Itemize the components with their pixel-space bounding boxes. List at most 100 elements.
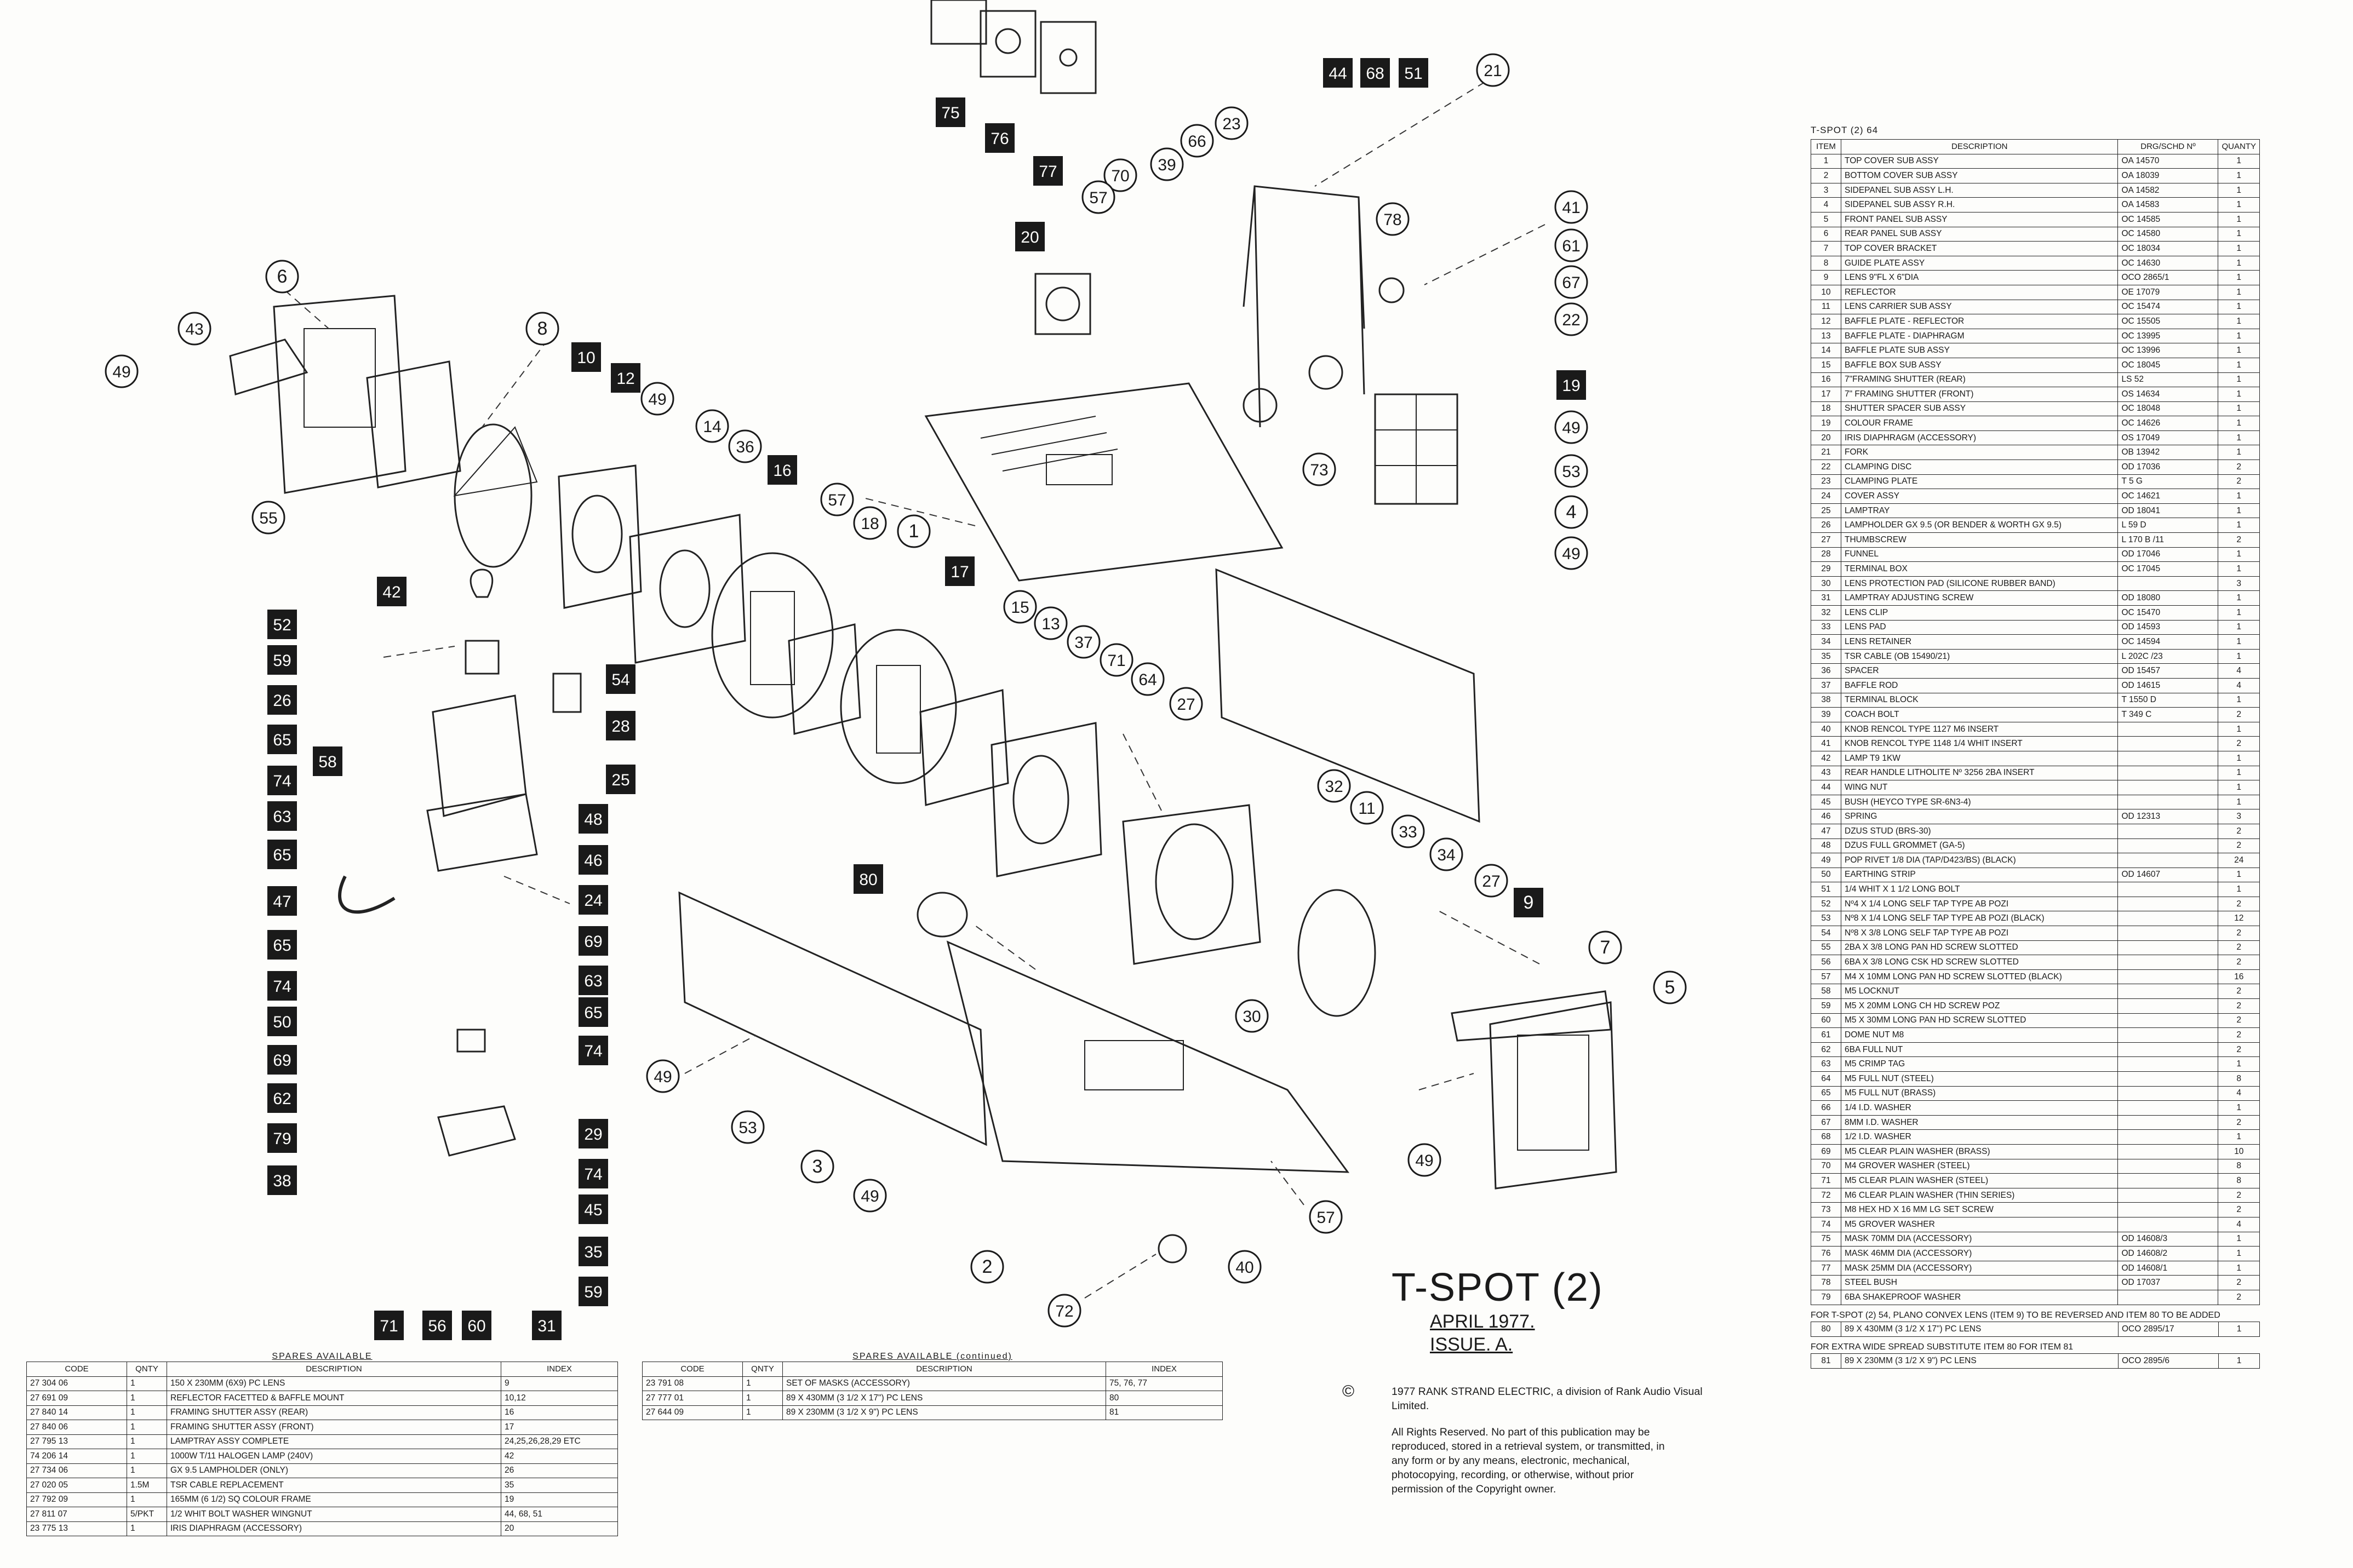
item-quantity: 1	[2218, 1129, 2260, 1145]
callout-circle	[970, 1250, 1004, 1284]
leader-line	[1123, 733, 1162, 811]
lens-carrier-shape	[1122, 804, 1261, 965]
drawing-title: T-SPOT (2)	[1392, 1266, 1604, 1309]
spare-quantity: 1.5m	[127, 1478, 167, 1493]
callout-18: 18	[853, 506, 887, 540]
item-quantity: 1	[2218, 226, 2260, 242]
callout-74: 74	[267, 971, 297, 1001]
callout-box	[579, 1119, 608, 1148]
item-80-table: 80 89 x 430mm (3 1/2 x 17") PC LENS OCO …	[1811, 1321, 2260, 1337]
item-quantity: 2	[2218, 1202, 2260, 1217]
callout-box	[985, 123, 1015, 153]
callout-number: 37	[1074, 634, 1092, 652]
callout-number: 57	[1089, 189, 1107, 207]
item-description: Nº8 x 1/4 LONG SELF TAP TYPE AB POZI (Bl…	[1840, 911, 2119, 927]
column-header: INDEX	[1106, 1362, 1223, 1377]
spare-index: 75, 76, 77	[1106, 1376, 1223, 1391]
callout-number: 12	[616, 370, 634, 388]
item-number: 42	[1811, 750, 1841, 766]
callout-50: 50	[267, 1007, 297, 1036]
item-quantity: 1	[2218, 182, 2260, 198]
spare-quantity: 1	[742, 1405, 783, 1420]
callout-53: 53	[1554, 454, 1588, 488]
callout-23: 23	[1215, 106, 1249, 140]
callout-65: 65	[579, 997, 608, 1027]
item-number: 38	[1811, 692, 1841, 708]
item-quantity: 2	[2218, 838, 2260, 854]
item-quantity: 2	[2218, 1275, 2260, 1290]
item-number: 51	[1811, 882, 1841, 897]
item-description: CLAMPING PLATE	[1840, 474, 2119, 490]
item-drawing-number: T 349 C	[2117, 707, 2219, 722]
item-drawing-number: OS 14634	[2117, 387, 2219, 402]
callout-30: 30	[1235, 999, 1269, 1033]
callout-41: 41	[1554, 190, 1588, 224]
callout-box	[606, 711, 636, 740]
item-number: 80	[1811, 1321, 1841, 1337]
lamp-shape	[470, 568, 494, 598]
callout-number: 10	[577, 349, 595, 367]
item-drawing-number	[2117, 1289, 2219, 1305]
callout-circle	[105, 354, 139, 388]
callout-circle	[1554, 302, 1588, 336]
item-description: 6BA SHAKEPROOF WASHER	[1840, 1289, 2119, 1305]
item-drawing-number: OD 14608/1	[2117, 1260, 2219, 1276]
item-drawing-number: OCO 2895/6	[2118, 1353, 2219, 1369]
item-description: FUNNEL	[1840, 547, 2119, 562]
callout-69: 69	[267, 1045, 297, 1075]
item-drawing-number	[2117, 984, 2219, 1000]
item-number: 59	[1811, 998, 1841, 1014]
callout-circle	[1309, 1200, 1343, 1234]
item-number: 37	[1811, 677, 1841, 693]
callout-box	[571, 342, 601, 372]
item-number: 75	[1811, 1231, 1841, 1247]
callout-49: 49	[640, 382, 674, 416]
item-number: 13	[1811, 328, 1841, 344]
spare-code: 74 206 14	[26, 1449, 127, 1464]
item-description: 6BA FULL NUT	[1840, 1042, 2119, 1058]
item-number: 77	[1811, 1260, 1841, 1276]
item-quantity: 1	[2218, 794, 2260, 810]
callout-59: 59	[579, 1277, 608, 1306]
callout-62: 62	[267, 1083, 297, 1113]
item-quantity: 2	[2218, 1289, 2260, 1305]
callout-number: 50	[273, 1013, 291, 1031]
callout-number: 27	[1177, 696, 1195, 714]
spare-code: 27 792 09	[26, 1492, 127, 1507]
diagram-parts	[229, 0, 1617, 1263]
table-row: 80 89 x 430mm (3 1/2 x 17") PC LENS OCO …	[1811, 1321, 2260, 1337]
item-quantity: 2	[2218, 474, 2260, 490]
item-description: STEEL BUSH	[1840, 1275, 2119, 1290]
callout-box	[267, 930, 297, 960]
leader-line	[1424, 224, 1545, 285]
item-quantity: 1	[2218, 430, 2260, 446]
item-drawing-number: OB 13942	[2117, 445, 2219, 461]
callout-circle	[1554, 190, 1588, 224]
item-drawing-number	[2117, 1144, 2219, 1159]
callout-29: 29	[579, 1119, 608, 1148]
item-quantity: 1	[2218, 1100, 2260, 1116]
item-description: POP RIVET 1/8 DIA (TAP/D423/BS) (Black)	[1840, 853, 2119, 868]
item-description: IRIS DIAPHRAGM (accessory)	[1840, 430, 2119, 446]
item-quantity: 2	[2218, 460, 2260, 475]
item-drawing-number: OD 12313	[2117, 809, 2219, 824]
callout-13: 13	[1034, 606, 1068, 640]
leader-lines	[284, 82, 1545, 1299]
item-quantity: 1	[2218, 241, 2260, 256]
spare-description: FRAMING SHUTTER ASSY (FRONT)	[167, 1420, 501, 1435]
callout-40: 40	[1228, 1250, 1262, 1284]
fork-hub-right	[1308, 355, 1343, 390]
item-quantity: 1	[2218, 1246, 2260, 1261]
callout-15: 15	[1003, 590, 1037, 624]
spares-caption: SPARES AVAILABLE	[272, 1352, 373, 1361]
item-description: KNOB RENCOL TYPE 1127 M6 INSERT	[1840, 721, 2119, 737]
